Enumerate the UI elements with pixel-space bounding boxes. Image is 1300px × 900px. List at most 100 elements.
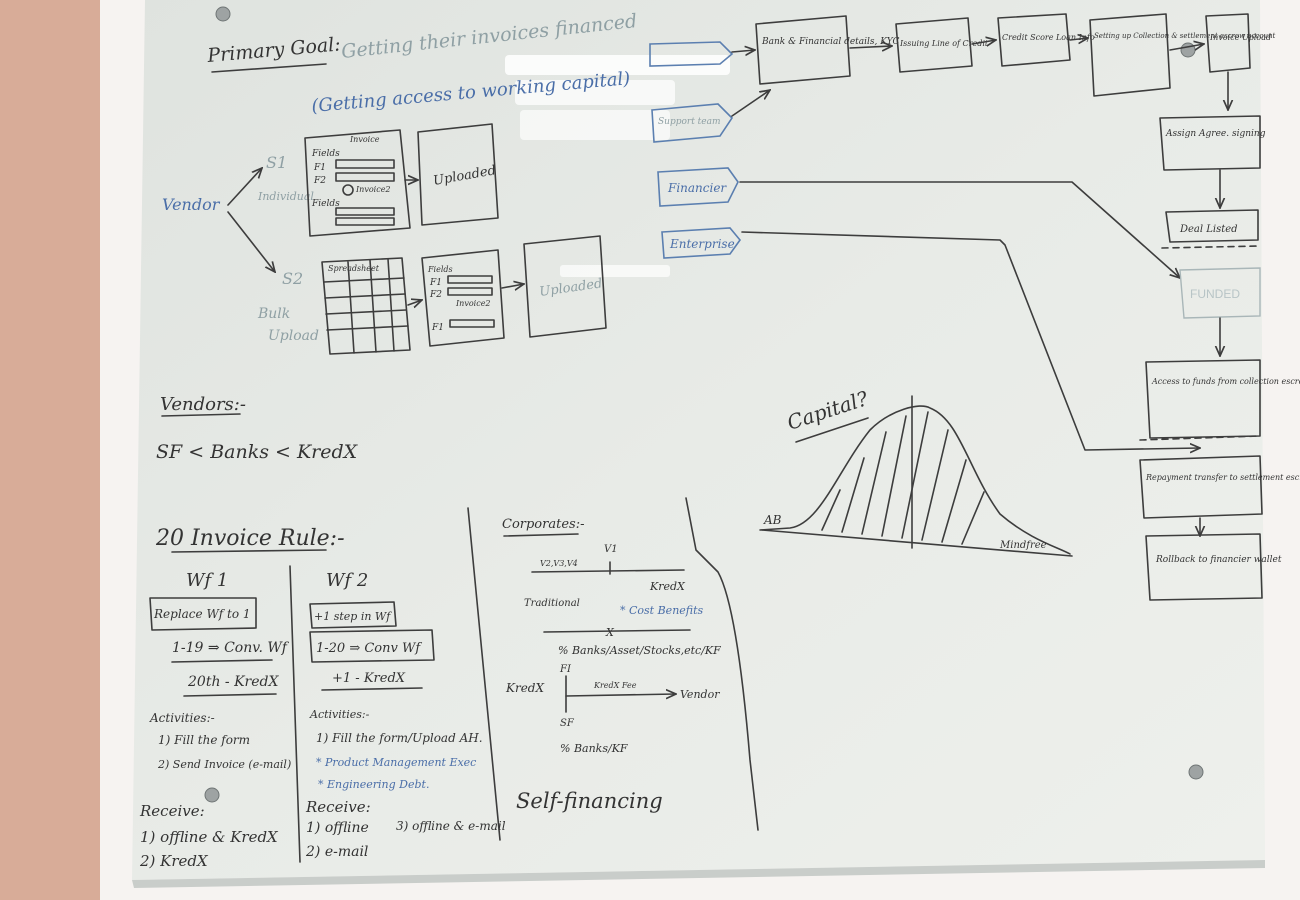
- baseline: [761, 529, 1073, 557]
- svg-text:Invoice2: Invoice2: [355, 185, 391, 194]
- v1-label: V1: [604, 544, 618, 555]
- financier-tag: [657, 167, 739, 207]
- dashed-line: [1161, 245, 1261, 249]
- underline: [211, 63, 327, 73]
- screw-icon: [215, 6, 231, 22]
- hatching: [821, 411, 985, 545]
- arrow: [501, 284, 524, 288]
- receive1-item2: 2) KredX: [139, 852, 209, 870]
- capital-curve: [759, 405, 1071, 555]
- escrow-label: Setting up Collection & settlement escro…: [1094, 32, 1276, 40]
- funded-label: FUNDED: [1190, 287, 1240, 301]
- wf1-act1: 1) Fill the form: [158, 733, 250, 747]
- divider-curve: [685, 497, 759, 831]
- credit-label: Credit Score Loan Info: [1002, 33, 1095, 42]
- wf1-title: Wf 1: [186, 570, 228, 591]
- svg-text:F2: F2: [313, 176, 326, 186]
- arrow: [849, 46, 892, 48]
- receive2-item3: 3) offline & e-mail: [396, 819, 506, 833]
- svg-text:Fields: Fields: [427, 265, 453, 274]
- uploaded-box: [417, 123, 499, 226]
- escrow-box: [1089, 13, 1171, 97]
- arrow: [971, 40, 996, 44]
- invoice-upload-box: [1205, 13, 1251, 73]
- wf1-line2: 20th - KredX: [187, 674, 279, 690]
- bank-label: Bank & Financial details, KYC: [761, 37, 900, 47]
- underline: [171, 659, 273, 663]
- bank-box: [755, 15, 851, 85]
- vendors-ranking: SF < Banks < KredX: [156, 441, 359, 463]
- glare: [505, 55, 730, 75]
- fi-label: FI: [559, 664, 572, 675]
- section-divider: [467, 507, 501, 841]
- vendor-label2: Vendor: [680, 688, 720, 701]
- spreadsheet-sketch: Spreadsheet: [321, 257, 411, 355]
- mindfree-label: Mindfree: [999, 540, 1047, 551]
- kredx-label: KredX: [649, 580, 686, 593]
- wf1-activities: Activities:-: [149, 711, 215, 725]
- kredx-fee-label: KredX Fee: [593, 681, 637, 690]
- self-financing: Self-financing: [516, 789, 663, 813]
- rollback-box: [1145, 533, 1263, 601]
- financier-label: Financier: [667, 181, 727, 195]
- invoice-upload-label: Invoice Upload: [1209, 33, 1271, 42]
- underline: [321, 687, 423, 691]
- credit-box: [997, 13, 1071, 67]
- wf2-title: Wf 2: [326, 570, 368, 591]
- rollback-label: Rollback to financier wallet: [1155, 555, 1282, 565]
- corporates-title: Corporates:-: [502, 517, 584, 532]
- traditional-label: Traditional: [524, 598, 580, 609]
- whiteboard-photo: Primary Goal: Getting their invoices fin…: [132, 0, 1300, 888]
- underline: [795, 417, 869, 443]
- financier-line: [739, 181, 1180, 278]
- wf2-box1-label: +1 step in Wf: [314, 610, 392, 623]
- wf2-act1: 1) Fill the form/Upload AH.: [316, 731, 483, 745]
- wf2-box2: [309, 629, 435, 663]
- deal-label: Deal Listed: [1179, 224, 1238, 235]
- repay-box: [1139, 455, 1263, 519]
- glare: [560, 265, 670, 277]
- enterprise-label: Enterprise: [669, 237, 735, 251]
- arrow: [731, 50, 755, 52]
- glare: [520, 110, 670, 140]
- receive1-item1: 1) offline & KredX: [140, 828, 279, 846]
- enterprise-tag: [661, 227, 742, 259]
- receive2-item2: 2) e-mail: [305, 844, 368, 860]
- wf2-note1: * Product Management Exec: [316, 756, 476, 769]
- arrow: [227, 211, 275, 272]
- uploaded-box: [523, 235, 607, 338]
- ab-label: AB: [763, 513, 782, 527]
- receive2-title: Receive:: [305, 798, 371, 816]
- pct-banks: % Banks/KF: [560, 742, 628, 755]
- deal-box: [1165, 209, 1259, 243]
- assign-box: [1159, 115, 1261, 171]
- s1-note: Individual: [257, 190, 314, 203]
- arrow: [1069, 38, 1088, 40]
- cost-label: * Cost Benefits: [620, 604, 704, 617]
- pct-line: % Banks/Asset/Stocks,etc/KF: [558, 644, 721, 657]
- kredx2-label: KredX: [505, 681, 544, 695]
- wf2-box2-label: 1-20 ⇒ Conv Wf: [316, 641, 422, 656]
- wf1-box: [149, 597, 257, 631]
- screw-icon: [1188, 764, 1204, 780]
- svg-text:Invoice2: Invoice2: [455, 299, 491, 308]
- wf1-act2: 2) Send Invoice (e-mail): [157, 758, 291, 771]
- underline: [161, 413, 241, 417]
- s1-label: S1: [266, 153, 287, 172]
- invoice-form-s1: Invoice Fields F1 F2 Invoice2 Fields: [304, 129, 411, 237]
- support-tag: [651, 103, 734, 143]
- svg-text:Spreadsheet: Spreadsheet: [328, 264, 380, 273]
- wf2-activities: Activities:-: [309, 708, 370, 721]
- arrow: [227, 168, 262, 206]
- wall: [0, 0, 100, 900]
- svg-text:F1: F1: [429, 278, 442, 288]
- wf2-box1: [309, 601, 397, 629]
- board-surface: [132, 0, 1265, 880]
- s2-note: Upload: [268, 328, 319, 344]
- dashed-line: [1139, 435, 1261, 441]
- funded-box: [1179, 267, 1261, 319]
- underline: [171, 549, 327, 553]
- limit-label: Issuing Line of Credit: [899, 39, 989, 48]
- underline: [503, 533, 579, 537]
- wf2-line: +1 - KredX: [332, 671, 406, 686]
